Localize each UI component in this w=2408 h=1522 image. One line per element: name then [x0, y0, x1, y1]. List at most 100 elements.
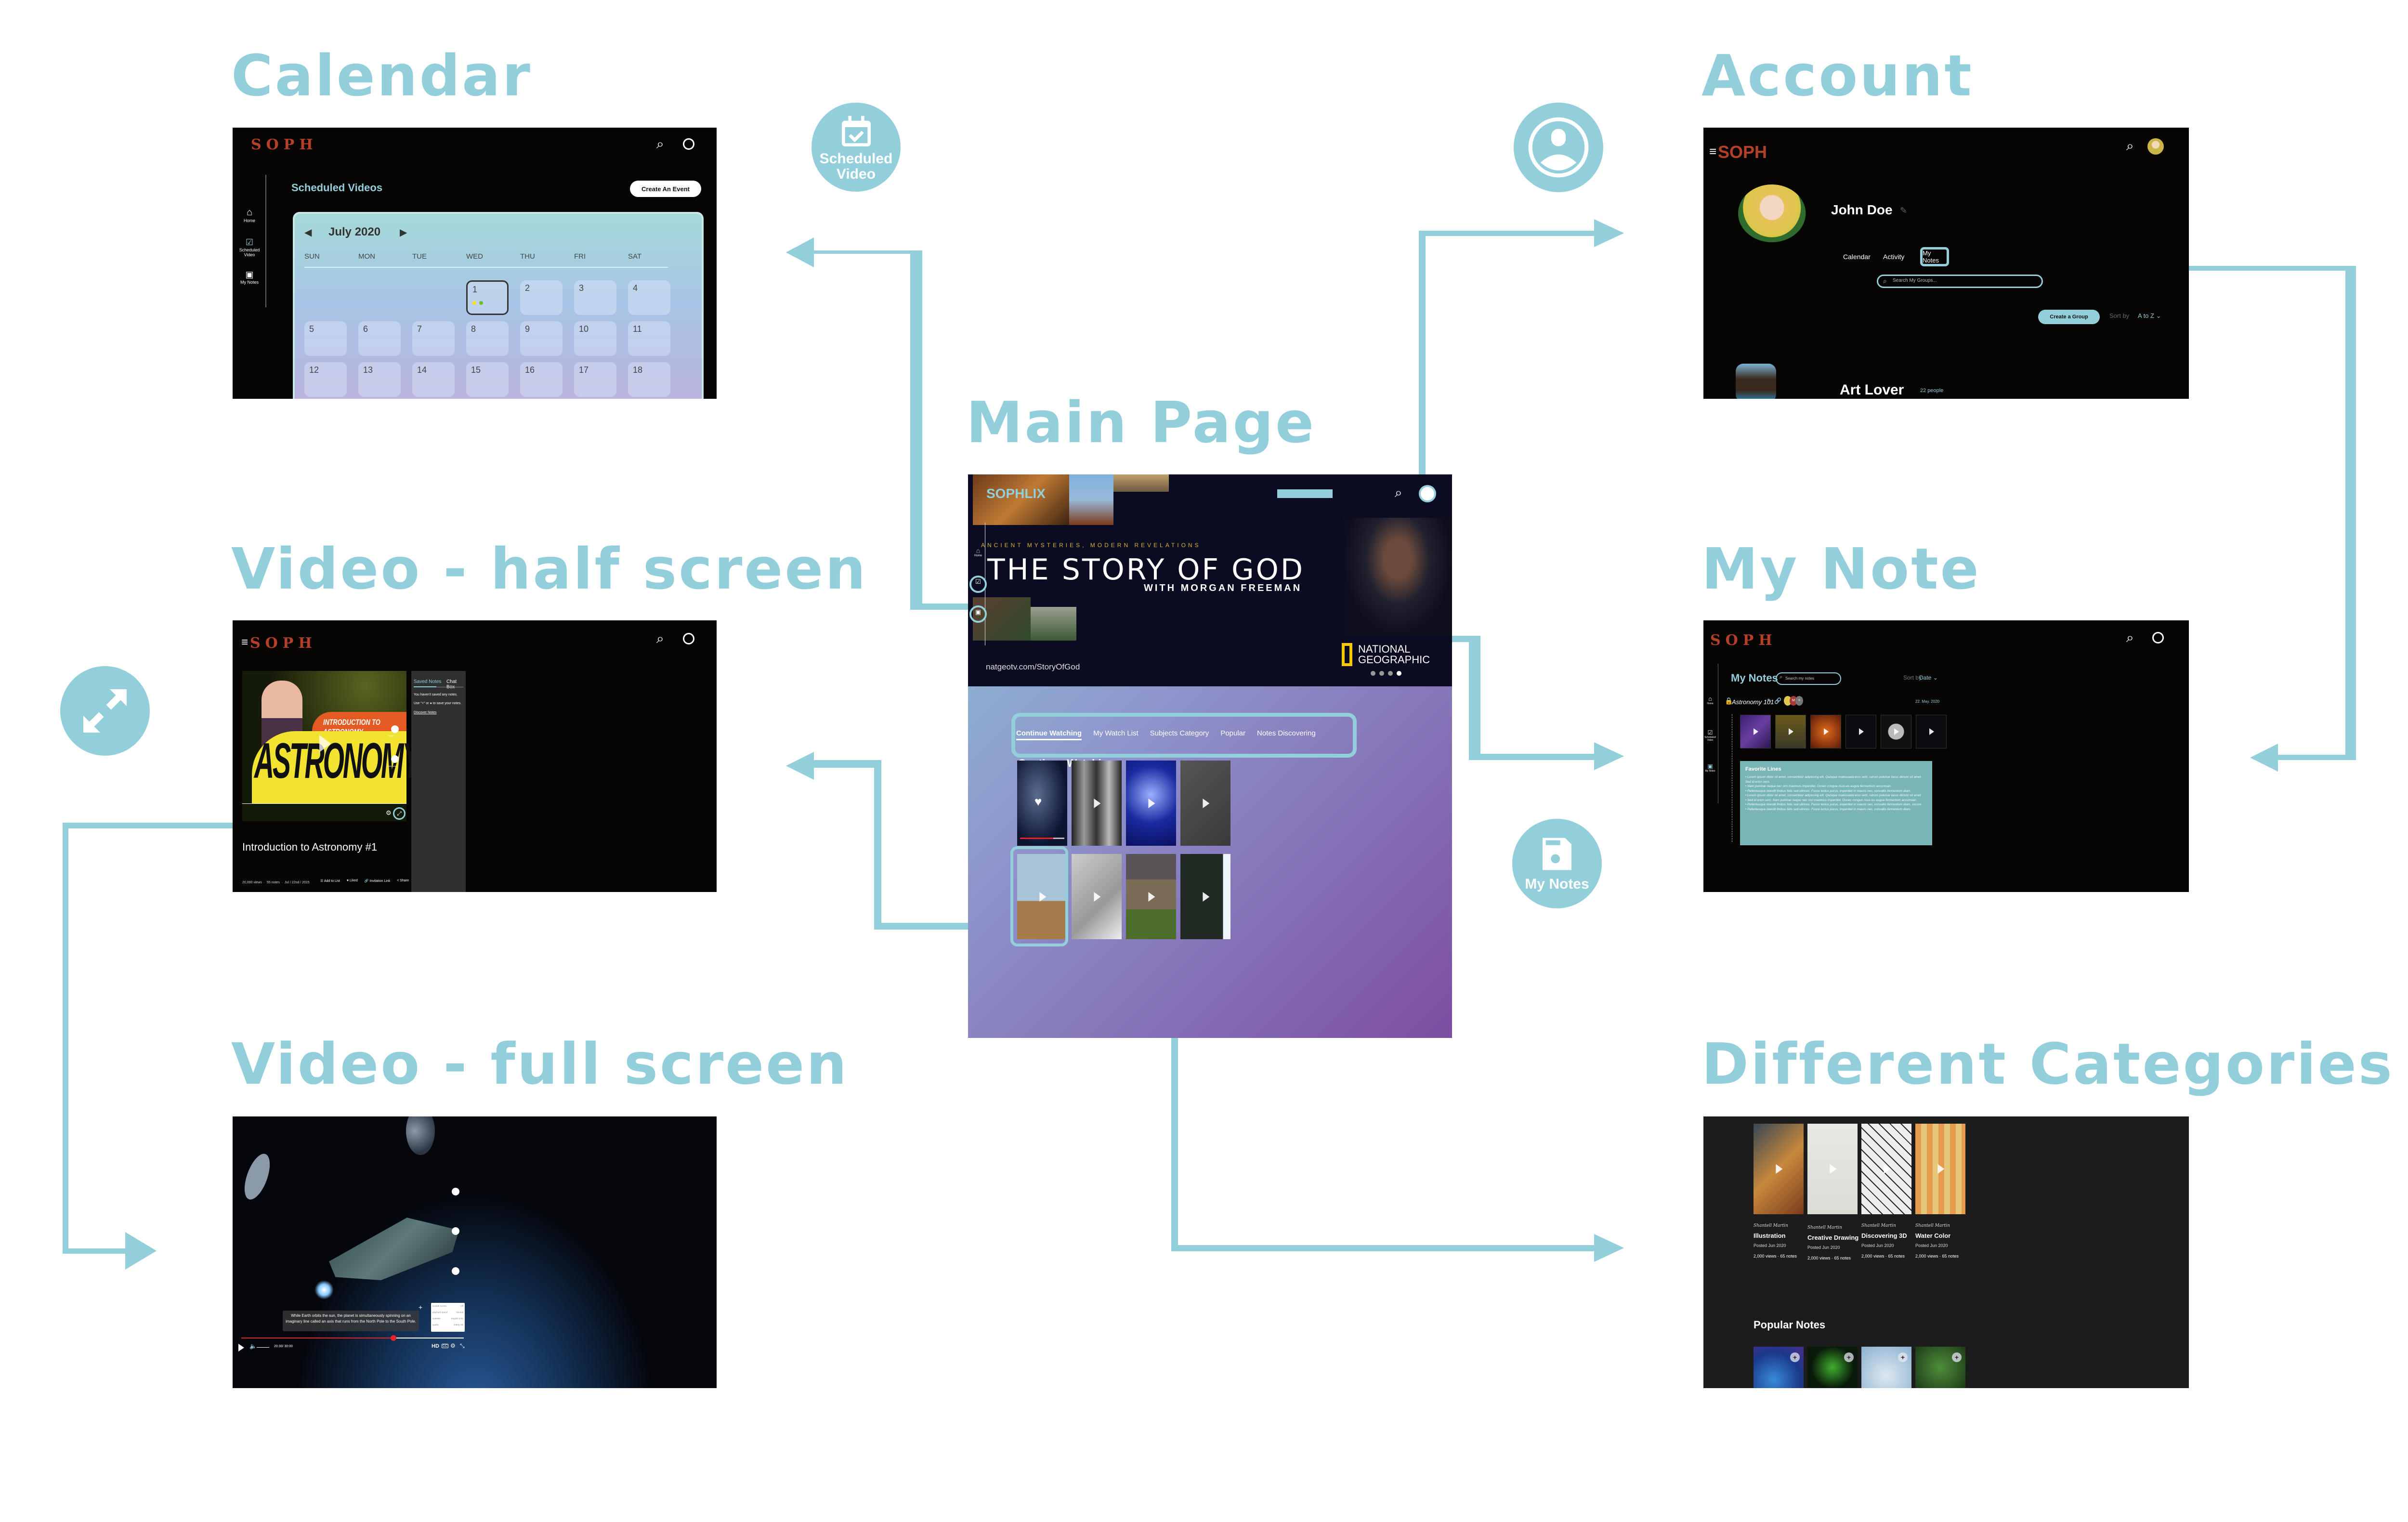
screenshot-button[interactable]	[452, 1267, 459, 1275]
play-icon[interactable]	[1824, 728, 1829, 735]
note-thumbnail[interactable]	[1916, 715, 1947, 748]
video-tile[interactable]	[1126, 854, 1176, 939]
play-icon[interactable]	[1148, 892, 1155, 902]
card-title[interactable]: Illustration	[1754, 1232, 1786, 1239]
hero-link[interactable]: natgeotv.com/StoryOfGod	[986, 662, 1080, 671]
day-cell[interactable]: 3	[574, 280, 616, 315]
play-icon[interactable]	[1884, 1164, 1891, 1174]
sidebar-item-scheduled-video[interactable]: ☑Scheduled Video	[1703, 729, 1717, 742]
video-tile[interactable]	[1017, 854, 1067, 939]
tab-popular[interactable]: Popular	[1220, 729, 1246, 737]
day-cell[interactable]: 4	[628, 280, 670, 315]
video-tile[interactable]	[1180, 854, 1230, 939]
user-avatar[interactable]	[1738, 184, 1806, 242]
search-icon[interactable]: ⌕	[2126, 630, 2134, 645]
hamburger-menu-icon[interactable]: ≡	[241, 636, 249, 649]
play-icon[interactable]	[1094, 798, 1101, 808]
card-title[interactable]: Water Color	[1915, 1232, 1951, 1239]
double-screen-button[interactable]	[452, 1188, 459, 1195]
profile-icon[interactable]	[683, 633, 694, 644]
play-icon[interactable]	[1937, 1164, 1945, 1174]
day-cell[interactable]: 14	[412, 362, 455, 397]
tab-notes-discovering[interactable]: Notes Discovering	[1257, 729, 1316, 737]
day-cell[interactable]: 7	[412, 321, 455, 356]
sidebar-item-scheduled-video[interactable]: ☑Scheduled Video	[235, 237, 264, 257]
video-tile[interactable]	[1072, 761, 1122, 846]
play-icon[interactable]	[1894, 728, 1899, 735]
popular-note-thumbnail[interactable]: +	[1754, 1347, 1804, 1388]
day-cell[interactable]: 5	[304, 321, 347, 356]
day-cell[interactable]: 11	[628, 321, 670, 356]
carousel-dot[interactable]	[1388, 671, 1393, 676]
profile-icon[interactable]	[683, 138, 694, 150]
progress-handle[interactable]	[390, 1335, 396, 1341]
app-logo[interactable]: SOPH	[251, 136, 318, 153]
note-thumbnail[interactable]	[1775, 715, 1806, 748]
tab-my-watch-list[interactable]: My Watch List	[1093, 729, 1139, 737]
fullscreen-button[interactable]: ⤢	[393, 807, 406, 820]
group-thumbnail[interactable]	[1736, 364, 1776, 399]
add-note-button[interactable]: +	[1844, 1352, 1854, 1362]
exit-fullscreen-icon[interactable]: ⤡	[460, 1342, 465, 1349]
heart-icon[interactable]: ♥	[1034, 794, 1042, 809]
sidebar-item-my-notes[interactable]: ▣	[969, 605, 987, 623]
day-cell[interactable]: 1	[466, 280, 509, 315]
profile-icon[interactable]	[2152, 632, 2164, 643]
category-thumbnail[interactable]	[1754, 1124, 1804, 1214]
search-icon[interactable]: ⌕	[656, 631, 664, 646]
add-to-list-button[interactable]: ☰ Add to List	[320, 879, 340, 883]
search-icon[interactable]: ⌕	[1395, 485, 1402, 500]
day-cell[interactable]: 18	[628, 362, 670, 397]
play-icon[interactable]	[1754, 728, 1758, 735]
group-name[interactable]: Art Lover	[1840, 382, 1904, 398]
play-icon[interactable]	[1203, 892, 1210, 902]
day-cell[interactable]: 2	[520, 280, 563, 315]
add-note-button[interactable]: +	[1952, 1352, 1962, 1362]
carousel-dot[interactable]	[1397, 671, 1401, 676]
carousel-dot[interactable]	[1379, 671, 1384, 676]
add-note-button[interactable]: +	[419, 1303, 423, 1311]
note-thumbnail[interactable]	[1845, 715, 1876, 748]
day-cell[interactable]: 13	[358, 362, 401, 397]
carousel-dot[interactable]	[1371, 671, 1375, 676]
link-icon[interactable]: 🔗	[1774, 697, 1781, 704]
tab-my-notes[interactable]: My Notes	[1920, 247, 1949, 266]
discover-notes-link[interactable]: Discover Notes	[414, 711, 437, 714]
day-cell[interactable]: 6	[358, 321, 401, 356]
add-note-button[interactable]: +	[1790, 1352, 1800, 1362]
edit-pencil-icon[interactable]: ✎	[1767, 697, 1772, 704]
app-logo[interactable]: SOPH	[1718, 142, 1767, 162]
note-thumbnail[interactable]	[1810, 715, 1841, 748]
day-cell[interactable]: 10	[574, 321, 616, 356]
play-icon[interactable]	[1039, 892, 1047, 902]
add-note-button[interactable]: +	[1898, 1352, 1908, 1362]
record-button[interactable]	[391, 725, 399, 733]
day-cell[interactable]: 12	[304, 362, 347, 397]
play-icon[interactable]	[1929, 728, 1934, 735]
video-tile[interactable]: ♥	[1017, 761, 1067, 846]
search-groups-input[interactable]: ⌕ Search My Groups...	[1877, 275, 2043, 288]
sidebar-item-home[interactable]: ⌂Home	[1703, 695, 1717, 705]
liked-button[interactable]: ♥ Liked	[347, 879, 358, 883]
day-cell[interactable]: 17	[574, 362, 616, 397]
video-full-screen[interactable]: While Earth orbits the sun, the planet i…	[233, 1116, 717, 1388]
popular-note-thumbnail[interactable]: +	[1915, 1347, 1965, 1388]
record-button[interactable]	[452, 1227, 459, 1235]
popular-note-thumbnail[interactable]: +	[1807, 1347, 1858, 1388]
app-logo[interactable]: SOPH	[250, 635, 317, 652]
search-icon[interactable]: ⌕	[656, 136, 664, 151]
sort-dropdown[interactable]: A to Z ⌄	[2138, 312, 2161, 320]
note-title[interactable]: Astronomy 101	[1732, 698, 1774, 706]
create-event-button[interactable]: Create An Event	[630, 181, 701, 197]
next-month-button[interactable]: ▶	[400, 227, 407, 238]
prev-month-button[interactable]: ◀	[304, 227, 312, 238]
play-icon[interactable]	[1203, 798, 1210, 808]
create-group-button[interactable]: Create a Group	[2038, 310, 2100, 324]
play-icon[interactable]	[1859, 728, 1864, 735]
sidebar-item-my-notes[interactable]: ▣My Notes	[235, 270, 264, 285]
video-tile[interactable]	[1180, 761, 1230, 846]
card-title[interactable]: Discovering 3D	[1861, 1232, 1907, 1239]
